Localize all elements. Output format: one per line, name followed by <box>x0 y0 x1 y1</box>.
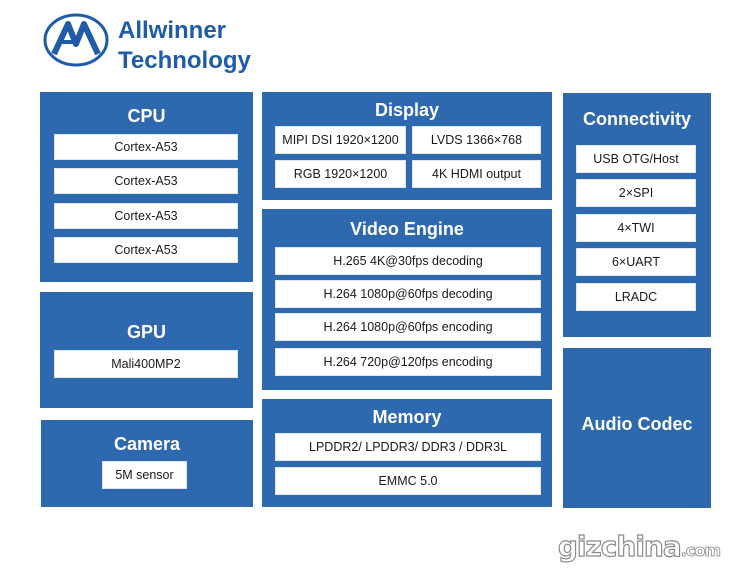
display-lvds: LVDS 1366×768 <box>412 126 541 154</box>
gpu-mali: Mali400MP2 <box>54 350 238 378</box>
camera-block: Camera 5M sensor <box>41 420 253 507</box>
cpu-title: CPU <box>127 106 166 126</box>
video-h264-1080p-decoding: H.264 1080p@60fps decoding <box>275 280 541 308</box>
memory-block: Memory LPDDR2/ LPDDR3/ DDR3 / DDR3L EMMC… <box>262 399 552 507</box>
audio-codec-title: Audio Codec <box>581 414 693 434</box>
camera-title: Camera <box>113 434 181 454</box>
display-block: Display MIPI DSI 1920×1200 LVDS 1366×768… <box>262 92 552 200</box>
connectivity-twi: 4×TWI <box>576 214 696 242</box>
company-name: Allwinner Technology <box>118 16 251 76</box>
memory-title: Memory <box>372 407 442 427</box>
video-h264-720p-encoding: H.264 720p@120fps encoding <box>275 348 541 376</box>
connectivity-usb: USB OTG/Host <box>576 145 696 173</box>
connectivity-lradc: LRADC <box>576 283 696 311</box>
company-name-line2: Technology <box>118 47 251 74</box>
audio-codec-block: Audio Codec <box>563 348 711 508</box>
video-h265-decoding: H.265 4K@30fps decoding <box>275 247 541 275</box>
cpu-core-3: Cortex-A53 <box>54 203 238 229</box>
cpu-core-4: Cortex-A53 <box>54 237 238 263</box>
video-engine-block: Video Engine H.265 4K@30fps decoding H.2… <box>262 209 552 390</box>
allwinner-aw-icon <box>43 13 109 67</box>
memory-emmc: EMMC 5.0 <box>275 467 541 495</box>
display-mipi-dsi: MIPI DSI 1920×1200 <box>275 126 406 154</box>
connectivity-block: Connectivity USB OTG/Host 2×SPI 4×TWI 6×… <box>563 93 711 337</box>
allwinner-logo: Allwinner Technology <box>42 10 282 75</box>
cpu-block: CPU Cortex-A53 Cortex-A53 Cortex-A53 Cor… <box>40 92 253 282</box>
connectivity-spi: 2×SPI <box>576 179 696 207</box>
connectivity-uart: 6×UART <box>576 248 696 276</box>
camera-sensor: 5M sensor <box>102 461 187 489</box>
watermark-text: gizchina <box>557 529 682 563</box>
cpu-core-1: Cortex-A53 <box>54 134 238 160</box>
watermark-suffix: .com <box>680 541 721 561</box>
cpu-core-2: Cortex-A53 <box>54 168 238 194</box>
connectivity-title: Connectivity <box>582 109 692 129</box>
gpu-block: GPU Mali400MP2 <box>40 292 253 408</box>
gpu-title: GPU <box>126 322 166 342</box>
display-title: Display <box>374 100 440 120</box>
memory-ddr: LPDDR2/ LPDDR3/ DDR3 / DDR3L <box>275 433 541 461</box>
display-hdmi: 4K HDMI output <box>412 160 541 188</box>
gizchina-watermark: gizchina.com <box>557 529 721 563</box>
video-h264-1080p-encoding: H.264 1080p@60fps encoding <box>275 313 541 341</box>
video-engine-title: Video Engine <box>350 219 464 239</box>
display-rgb: RGB 1920×1200 <box>275 160 406 188</box>
company-name-line1: Allwinner <box>118 17 227 44</box>
